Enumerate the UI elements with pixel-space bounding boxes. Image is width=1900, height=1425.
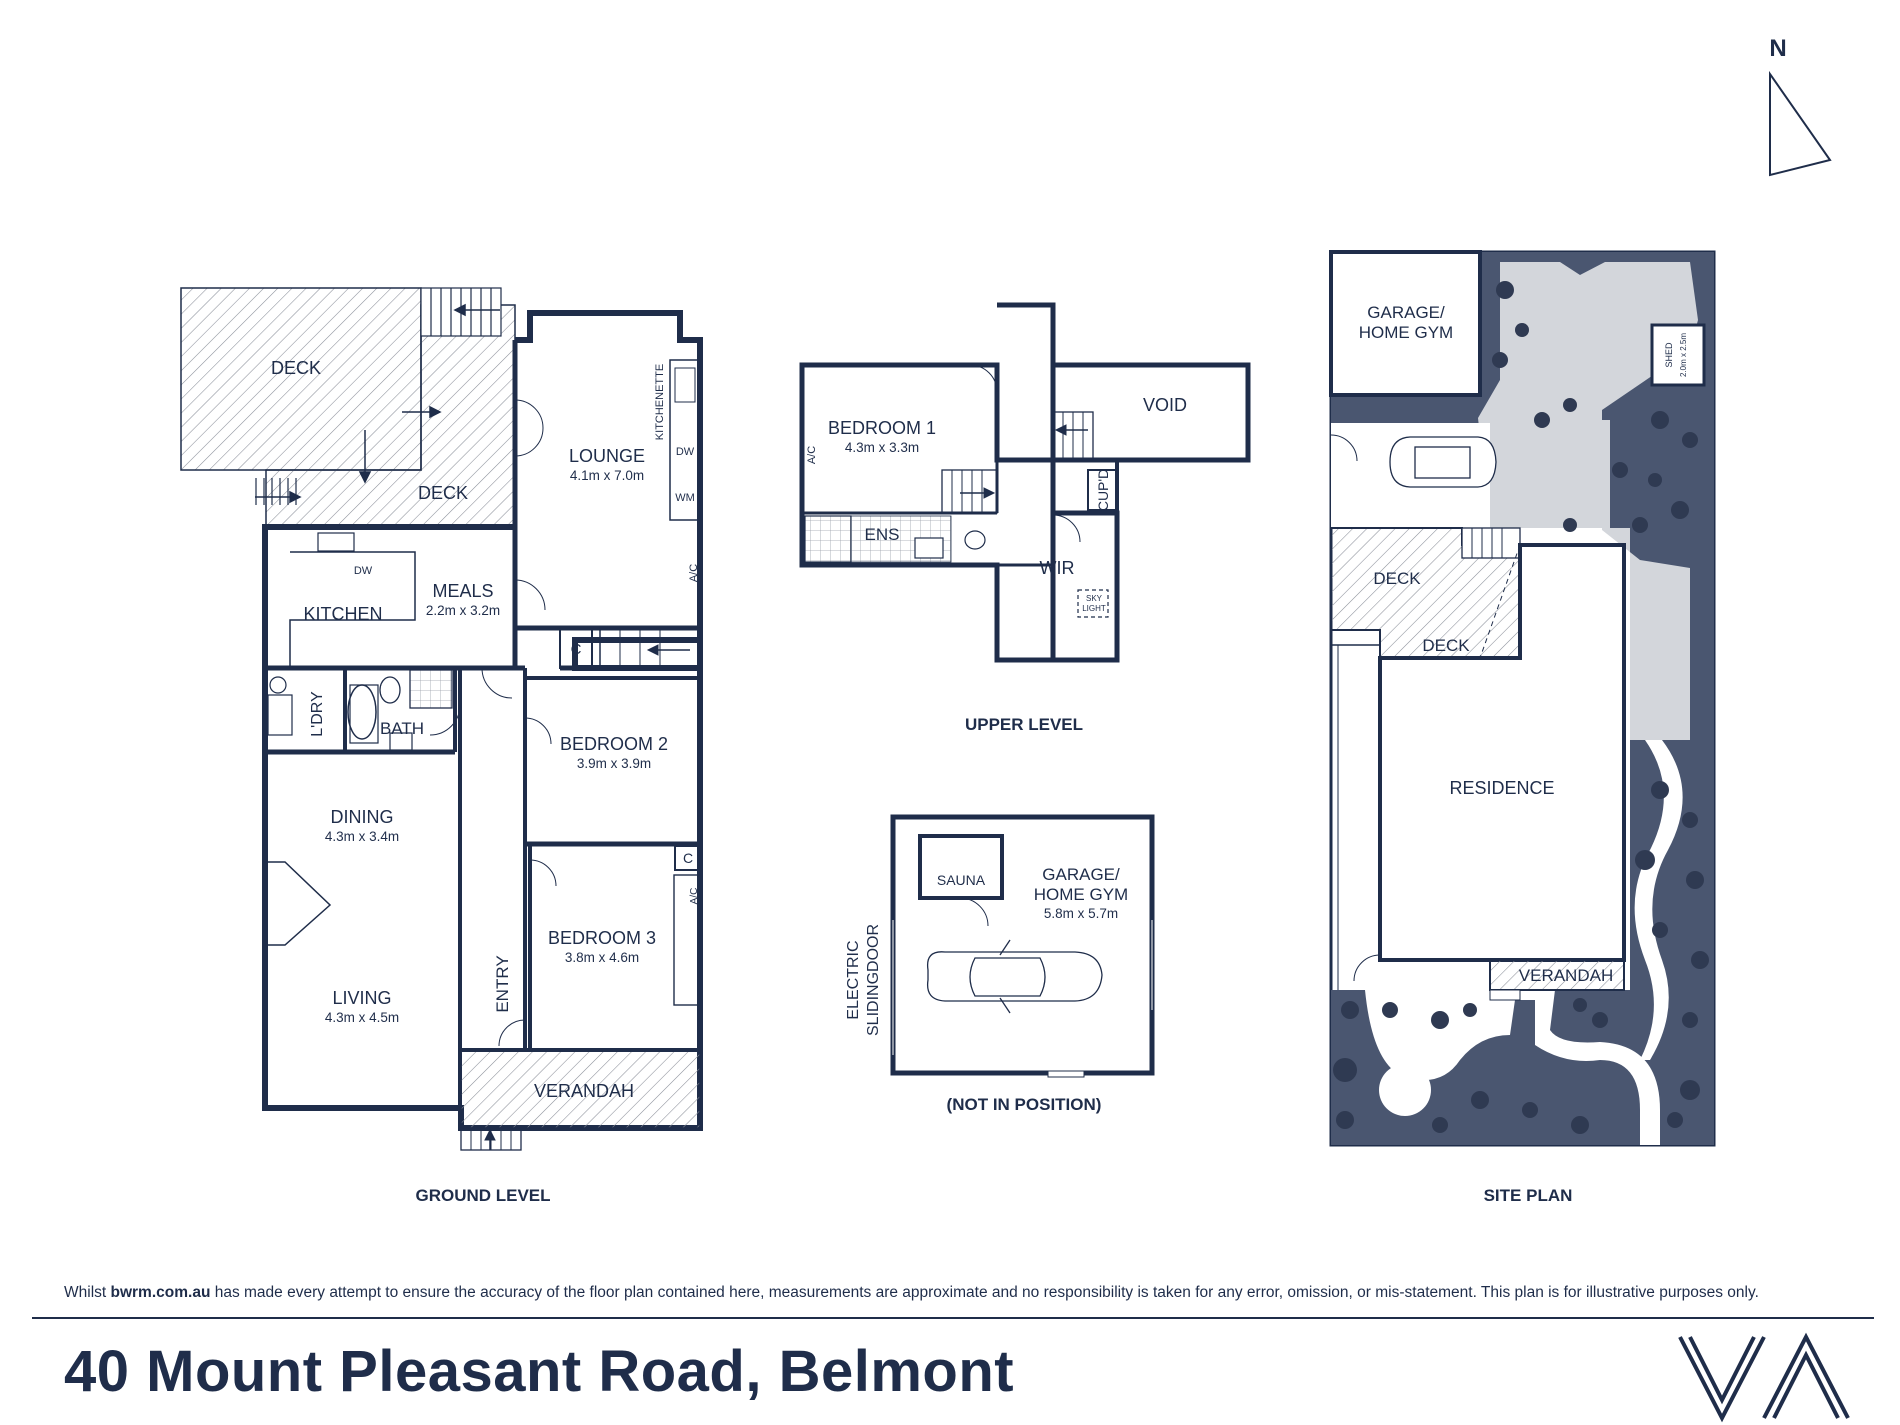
bedroom-2-size: 3.9m x 3.9m bbox=[577, 756, 651, 771]
site-garage-label-1: GARAGE/ bbox=[1367, 303, 1445, 322]
skylight-label-1: SKY bbox=[1086, 594, 1103, 603]
ground-verandah-area bbox=[460, 1049, 701, 1129]
bedroom-3-label: BEDROOM 3 bbox=[548, 928, 656, 948]
garage-car-icon bbox=[926, 939, 1103, 1014]
site-shrubs bbox=[1333, 281, 1709, 1134]
north-label: N bbox=[1769, 35, 1786, 62]
agency-logo: VA bbox=[1678, 1332, 1850, 1423]
living-label: LIVING bbox=[332, 988, 391, 1008]
meals-size: 2.2m x 3.2m bbox=[426, 603, 500, 618]
garage-note: (NOT IN POSITION) bbox=[947, 1095, 1102, 1114]
garage-plan bbox=[890, 814, 1155, 1078]
cupboard-upper-label: CUP'D bbox=[1095, 469, 1111, 511]
ground-level-labels: DECK DECK LOUNGE 4.1m x 7.0m KITCHENETTE… bbox=[271, 358, 700, 1205]
disclaimer-pre: Whilst bbox=[64, 1284, 111, 1301]
upper-ac-label: A/C bbox=[806, 446, 818, 464]
void-label: VOID bbox=[1143, 395, 1187, 415]
site-garage-label-2: HOME GYM bbox=[1359, 323, 1453, 342]
garage-labels: SAUNA GARAGE/ HOME GYM 5.8m x 5.7m ELECT… bbox=[845, 865, 1128, 1114]
logo-text: VA bbox=[1765, 1378, 1767, 1381]
deck-stairs bbox=[255, 287, 502, 505]
deck-upper-area bbox=[180, 287, 422, 471]
washing-machine-label: WM bbox=[675, 492, 695, 504]
shed-label: SHED bbox=[1664, 342, 1674, 368]
wir-label: WIR bbox=[1040, 558, 1075, 578]
bedroom-2-label: BEDROOM 2 bbox=[560, 734, 668, 754]
meals-label: MEALS bbox=[432, 581, 493, 601]
disclaimer-website-link[interactable]: bwrm.com.au bbox=[110, 1284, 211, 1301]
ground-verandah-label: VERANDAH bbox=[534, 1081, 634, 1101]
ground-level-plan bbox=[180, 287, 703, 1151]
deck-arrows bbox=[255, 303, 500, 504]
garage-name-line-1: GARAGE/ bbox=[1042, 865, 1120, 884]
dining-label: DINING bbox=[331, 807, 394, 827]
site-verandah-label: VERANDAH bbox=[1519, 966, 1613, 985]
upper-level-plan bbox=[799, 302, 1251, 663]
electric-door-label-2: SLIDINGDOOR bbox=[865, 924, 882, 1036]
upper-level-title: UPPER LEVEL bbox=[965, 715, 1083, 734]
ensuite-label: ENS bbox=[865, 525, 900, 544]
ground-deck-upper-label: DECK bbox=[271, 358, 321, 378]
site-car-icon bbox=[1389, 436, 1497, 488]
bedroom-1-size: 4.3m x 3.3m bbox=[845, 440, 919, 455]
cupboard-label-2: C bbox=[683, 850, 693, 866]
site-plan-labels: GARAGE/ HOME GYM SHED 2.0m x 2.5m DECK D… bbox=[1359, 303, 1688, 1205]
lounge-size: 4.1m x 7.0m bbox=[570, 468, 644, 483]
bedroom-3-size: 3.8m x 4.6m bbox=[565, 950, 639, 965]
lounge-label: LOUNGE bbox=[569, 446, 645, 466]
ground-level-title: GROUND LEVEL bbox=[415, 1186, 550, 1205]
site-verandah-area bbox=[1489, 959, 1625, 991]
cupboard-label-1: C bbox=[571, 641, 582, 658]
sauna-label: SAUNA bbox=[937, 872, 986, 888]
bedroom-1-label: BEDROOM 1 bbox=[828, 418, 936, 438]
kitchenette-dw-label: DW bbox=[676, 446, 695, 458]
laundry-label: L'DRY bbox=[309, 691, 326, 737]
shed-size: 2.0m x 2.5m bbox=[1679, 333, 1688, 377]
disclaimer-post: has made every attempt to ensure the acc… bbox=[210, 1284, 1759, 1301]
garage-size: 5.8m x 5.7m bbox=[1044, 906, 1118, 921]
footer-divider bbox=[32, 1317, 1874, 1319]
garage-name-line-2: HOME GYM bbox=[1034, 885, 1128, 904]
site-deck-label-1: DECK bbox=[1373, 569, 1421, 588]
disclaimer-text: Whilst bwrm.com.au has made every attemp… bbox=[64, 1284, 1854, 1302]
entry-label: ENTRY bbox=[493, 955, 512, 1012]
skylight-label-2: LIGHT bbox=[1082, 604, 1106, 613]
site-residence-outline bbox=[1378, 543, 1626, 962]
upper-level-labels: BEDROOM 1 4.3m x 3.3m A/C VOID CUP'D ENS… bbox=[806, 395, 1187, 734]
property-address: 40 Mount Pleasant Road, Belmont bbox=[64, 1339, 1015, 1404]
bath-label: BATH bbox=[380, 719, 424, 738]
site-garden-strip bbox=[1331, 395, 1481, 423]
ground-deck-lower-label: DECK bbox=[418, 483, 468, 503]
kitchen-dw-label: DW bbox=[354, 565, 373, 577]
north-arrow-icon: N bbox=[1769, 35, 1832, 177]
site-deck-label-2: DECK bbox=[1422, 636, 1470, 655]
site-plan bbox=[1329, 250, 1716, 1147]
bedroom-3-ac-label: A/C bbox=[689, 888, 700, 905]
kitchenette-label: KITCHENETTE bbox=[654, 364, 666, 440]
site-plan-title: SITE PLAN bbox=[1484, 1186, 1573, 1205]
living-size: 4.3m x 4.5m bbox=[325, 1010, 399, 1025]
electric-door-label-1: ELECTRIC bbox=[845, 940, 862, 1019]
dining-size: 4.3m x 3.4m bbox=[325, 829, 399, 844]
kitchen-label: KITCHEN bbox=[303, 604, 382, 624]
residence-label: RESIDENCE bbox=[1449, 778, 1554, 798]
lounge-ac-label: A/C bbox=[688, 564, 700, 582]
